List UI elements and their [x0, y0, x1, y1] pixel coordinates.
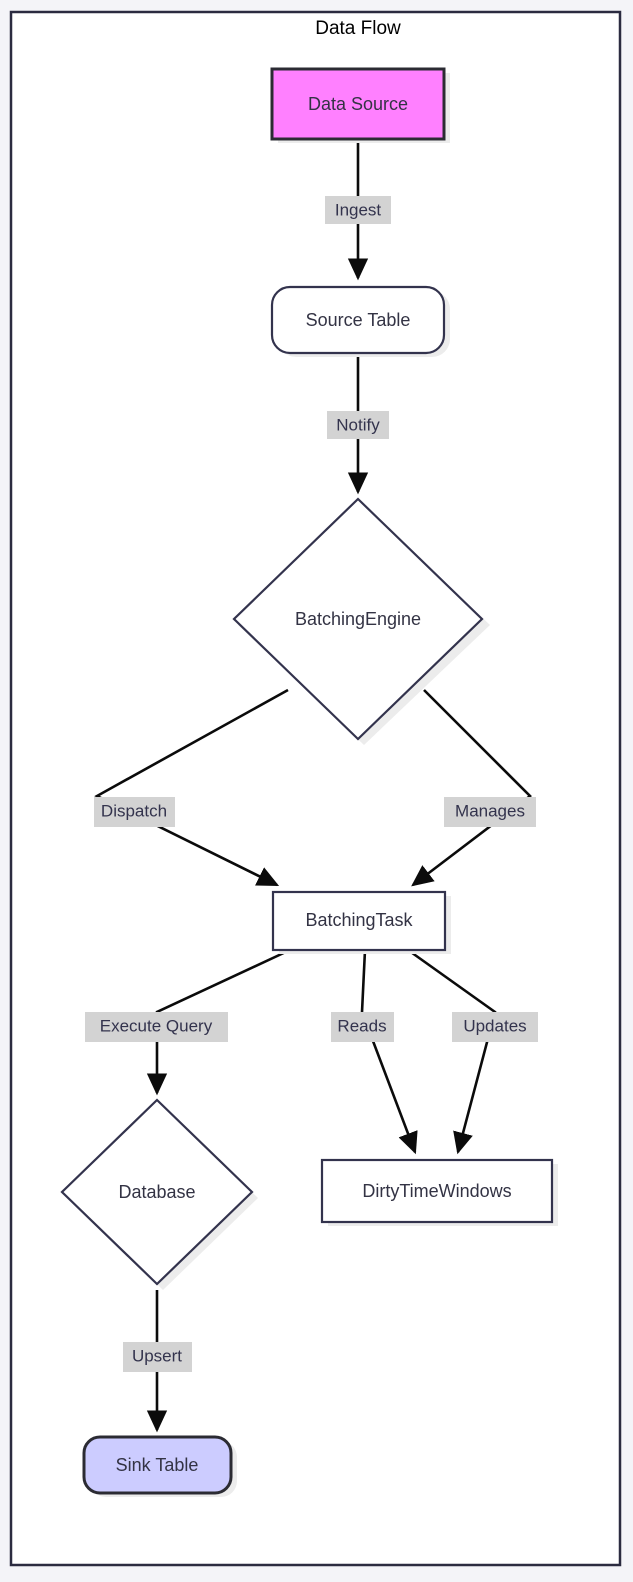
data-source-shape	[270, 67, 446, 141]
dispatch-label-text: Dispatch	[101, 801, 167, 820]
dirty-time-windows-label: DirtyTimeWindows	[362, 1181, 511, 1201]
edge-manages	[411, 689, 532, 887]
source-table-shape	[270, 285, 446, 355]
node-database[interactable]: Database	[60, 1098, 258, 1290]
dispatch-label-bg	[94, 797, 175, 827]
batching-task-label: BatchingTask	[305, 910, 413, 930]
node-sink-table[interactable]: Sink Table	[82, 1435, 237, 1497]
ingest-label-text: Ingest	[335, 200, 382, 219]
batching-task-shape	[271, 890, 447, 952]
node-batching-task[interactable]: BatchingTask	[271, 890, 451, 954]
notify-label-bg	[327, 411, 389, 439]
updates-label-text: Updates	[463, 1016, 526, 1035]
edge-label-reads: Reads	[331, 1012, 394, 1042]
edge-label-manages: Manages	[444, 797, 536, 827]
manages-label-text: Manages	[455, 801, 525, 820]
node-batching-engine[interactable]: BatchingEngine	[232, 497, 490, 745]
ingest-label-bg	[325, 196, 391, 224]
node-source-table[interactable]: Source Table	[270, 285, 450, 357]
edge-label-execute-query: Execute Query	[85, 1012, 228, 1042]
database-label: Database	[118, 1182, 195, 1202]
edge-label-ingest: Ingest	[325, 196, 391, 224]
edge-label-updates: Updates	[452, 1012, 538, 1042]
node-dirty-time-windows[interactable]: DirtyTimeWindows	[320, 1158, 558, 1226]
dirty-time-windows-shape	[320, 1158, 554, 1224]
node-data-source[interactable]: Data Source	[270, 67, 450, 143]
upsert-label-bg	[123, 1342, 192, 1372]
edge-label-dispatch: Dispatch	[94, 797, 175, 827]
reads-label-bg	[331, 1012, 394, 1042]
manages-label-bg	[444, 797, 536, 827]
notify-label-text: Notify	[336, 415, 380, 434]
page-title: Data Flow	[315, 18, 401, 39]
diagram-frame	[9, 10, 622, 1567]
upsert-label-text: Upsert	[132, 1346, 182, 1365]
edge-label-upsert: Upsert	[123, 1342, 192, 1372]
source-table-label: Source Table	[306, 310, 411, 330]
sink-table-shape	[82, 1435, 233, 1495]
sink-table-label: Sink Table	[116, 1455, 199, 1475]
data-source-label: Data Source	[308, 94, 408, 114]
execute-query-label-bg	[85, 1012, 228, 1042]
reads-label-text: Reads	[337, 1016, 386, 1035]
batching-engine-shape	[232, 497, 484, 741]
edge-label-notify: Notify	[327, 411, 389, 439]
database-shape	[60, 1098, 254, 1286]
batching-engine-label: BatchingEngine	[295, 609, 421, 629]
updates-label-bg	[452, 1012, 538, 1042]
execute-query-label-text: Execute Query	[100, 1016, 213, 1035]
edge-dispatch	[94, 688, 289, 887]
